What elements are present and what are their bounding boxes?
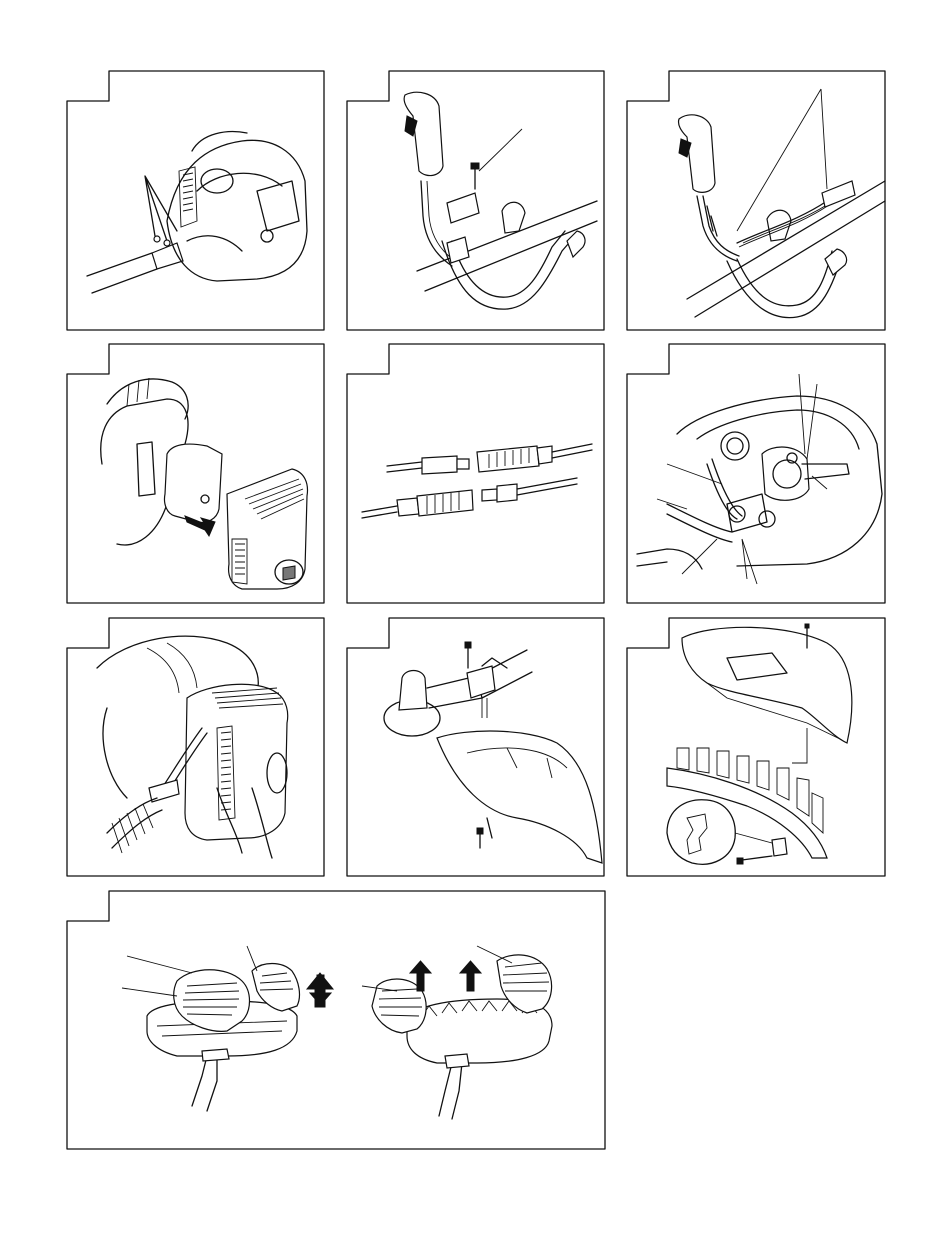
throttle-cable-carburetor-icon: [627, 344, 885, 603]
gloved-hands-remove-guard-icon: [67, 891, 605, 1149]
figure-panel-handle-bar-clamp: [347, 71, 604, 330]
figure-panel-throttle-cable-carburetor: [627, 344, 885, 603]
gear-case-guard-icon: [347, 618, 604, 876]
wire-connectors-icon: [347, 344, 604, 603]
engine-shaft-clamp-icon: [67, 71, 324, 330]
guard-cutter-blade-icon: [627, 618, 885, 876]
figure-panel-cover-wire-connection: [67, 618, 324, 876]
figure-panel-guard-cutter-blade: [627, 618, 885, 876]
figure-panel-gloved-hands-remove-guard: [67, 891, 605, 1149]
figure-panel-air-filter-cover: [67, 344, 324, 603]
cover-wire-connection-icon: [67, 618, 324, 876]
figure-panel-wire-connectors: [347, 344, 604, 603]
handle-bar-clamp-icon: [347, 71, 604, 330]
air-filter-cover-icon: [67, 344, 324, 603]
figure-panel-gear-case-guard: [347, 618, 604, 876]
figure-panel-engine-drive-shaft-clamp: [67, 71, 324, 330]
figure-panel-handle-cable-routing: [627, 71, 885, 330]
handle-cable-routing-icon: [627, 71, 885, 330]
